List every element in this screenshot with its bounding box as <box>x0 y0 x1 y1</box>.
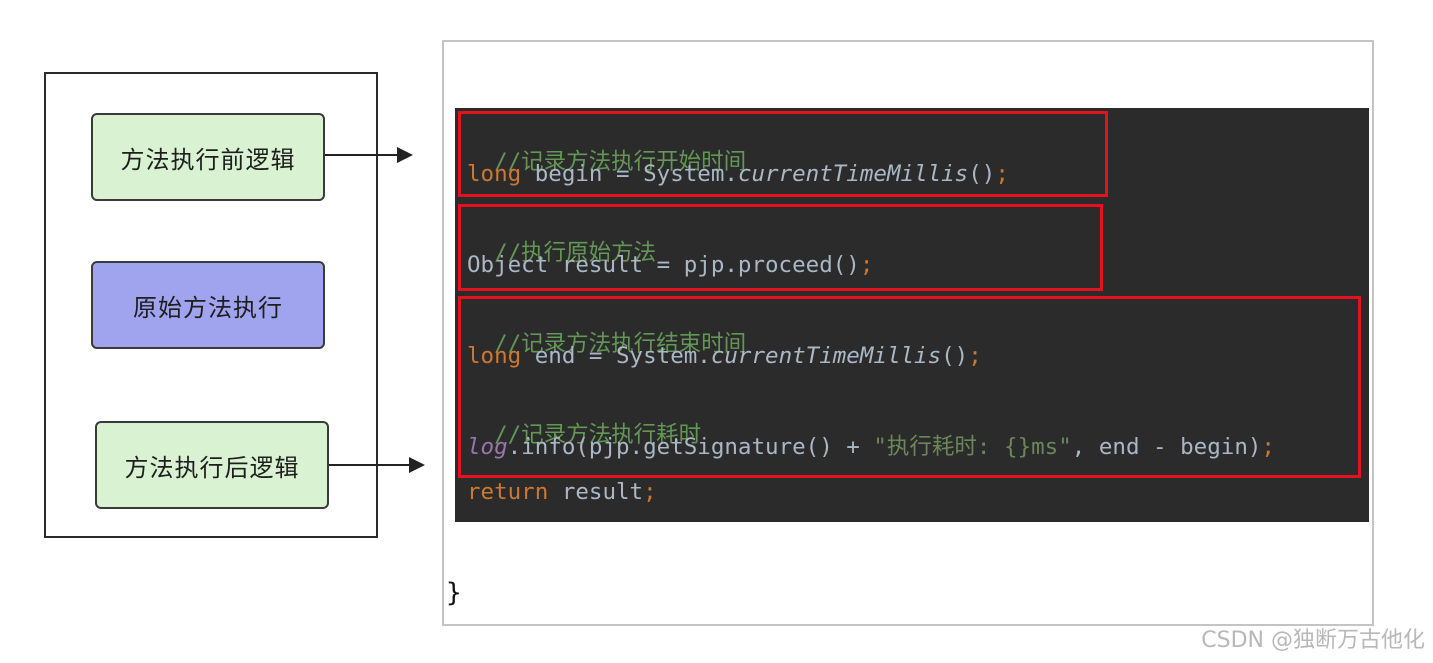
method-currenttimemillis: currentTimeMillis <box>737 161 969 187</box>
log-string: "执行耗时: {}ms" <box>873 434 1072 460</box>
comment-cost: //记录方法执行耗时 <box>494 422 702 448</box>
begin-assign: begin = System. <box>521 161 738 187</box>
end-assign: end = System. <box>521 343 711 369</box>
comment-end: //记录方法执行结束时间 <box>494 331 747 357</box>
code-line-comment-end: //记录方法执行结束时间 <box>467 293 746 357</box>
semicolon: ; <box>995 161 1009 187</box>
code-line-proceed: Object result = pjp.proceed(); <box>467 248 873 282</box>
code-line-return: return result; <box>467 475 657 509</box>
log-args: , end - begin) <box>1071 434 1262 460</box>
code-line-comment-cost: //记录方法执行耗时 <box>467 384 701 448</box>
comment-original: //执行原始方法 <box>494 240 657 266</box>
semicolon: ; <box>1261 434 1275 460</box>
code-line-end: long end = System.currentTimeMillis(); <box>467 339 982 373</box>
code-panel <box>455 108 1369 522</box>
log-call: .info(pjp.getSignature() + <box>507 434 874 460</box>
arrow-before-to-code <box>325 147 413 163</box>
method-currenttimemillis: currentTimeMillis <box>710 343 942 369</box>
semicolon: ; <box>859 252 874 278</box>
begin-parens: () <box>968 161 996 187</box>
comment-start: //记录方法执行开始时间 <box>494 149 747 175</box>
kw-long: long <box>467 161 522 187</box>
original-method-box: 原始方法执行 <box>91 261 325 349</box>
code-line-comment-start: //记录方法执行开始时间 <box>467 111 746 175</box>
return-value: result <box>548 479 644 505</box>
semicolon: ; <box>968 343 982 369</box>
watermark: CSDN @独断万古他化 <box>1201 628 1425 653</box>
before-logic-box: 方法执行前逻辑 <box>91 113 325 201</box>
kw-long: long <box>467 343 522 369</box>
code-line-log: log.info(pjp.getSignature() + "执行耗时: {}m… <box>467 430 1275 464</box>
code-line-begin: long begin = System.currentTimeMillis(); <box>467 157 1009 191</box>
code-line-comment-original: //执行原始方法 <box>467 202 656 266</box>
semicolon: ; <box>643 479 657 505</box>
proceed-call: Object result = pjp.proceed() <box>467 252 860 278</box>
end-parens: () <box>941 343 969 369</box>
arrow-after-to-code <box>329 457 425 473</box>
after-logic-box: 方法执行后逻辑 <box>95 421 329 509</box>
log-object: log <box>467 434 508 460</box>
closing-brace: } <box>446 578 462 608</box>
kw-return: return <box>467 479 549 505</box>
